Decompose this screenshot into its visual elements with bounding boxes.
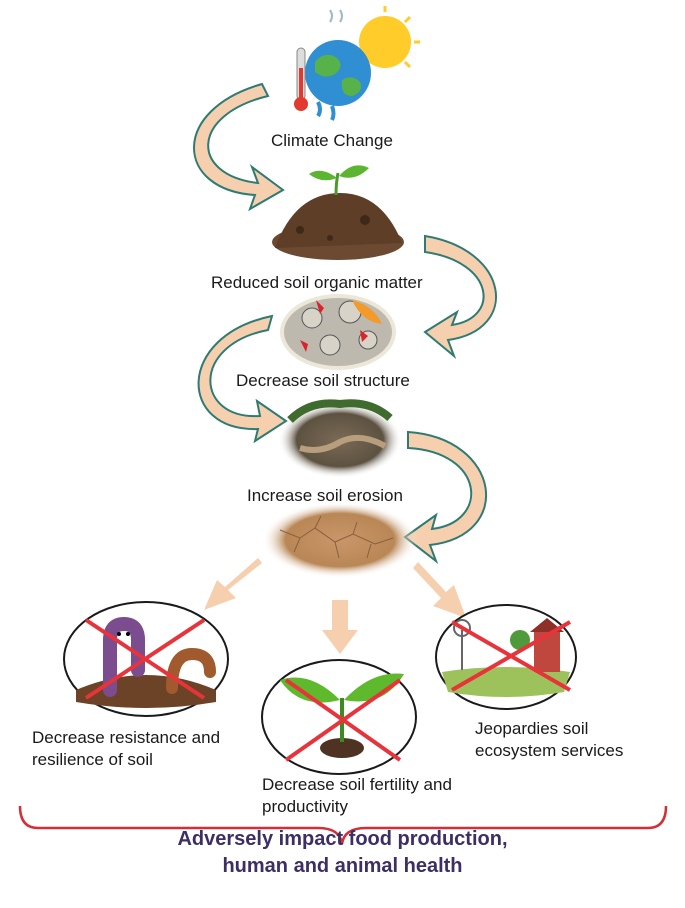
branch-arrows [204,558,466,654]
label-decrease-soil-structure: Decrease soil structure [236,371,410,390]
soil-structure-icon [280,294,396,370]
ecosystem-cross-icon [451,620,571,692]
summary-brace [18,805,668,845]
label-increase-soil-erosion: Increase soil erosion [247,486,403,505]
arrow-structure-to-erosion [197,314,288,444]
label-climate-change: Climate Change [271,131,393,150]
label-jeopardies-ecosystem: Jeopardies soil ecosystem services [475,719,624,760]
arrow-climate-to-organic [193,82,285,212]
label-decrease-fertility: Decrease soil fertility and productivity [262,775,452,816]
climate-change-icon [294,6,420,121]
arrow-to-ecosystem [413,562,466,618]
conclusion-line-2: human and animal health [222,855,463,877]
cracked-soil-photo [262,502,418,578]
arrow-to-fertility [322,600,358,654]
label-decrease-resistance: Decrease resistance and resilience of so… [32,728,221,769]
fertility-cross-icon [284,678,402,762]
label-reduced-organic-matter: Reduced soil organic matter [211,273,423,292]
arrow-erosion-to-dry-soil [403,430,487,564]
soil-heap-icon [272,165,404,260]
soil-erosion-photo [278,399,402,478]
arrow-to-resistance [204,558,262,610]
resistance-cross-icon [84,618,206,700]
arrow-organic-to-structure [423,234,497,360]
conclusion-text: Adversely impact food production, human … [100,826,585,880]
conclusion-line-1: Adversely impact food production, [177,828,508,850]
